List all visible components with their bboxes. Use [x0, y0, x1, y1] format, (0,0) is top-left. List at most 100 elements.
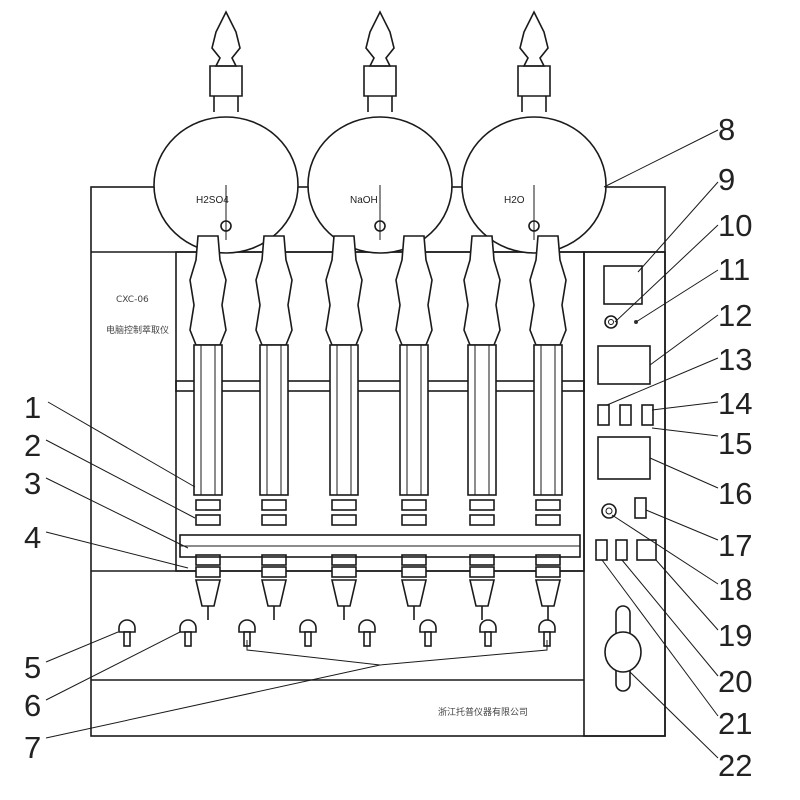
joint-ring	[195, 514, 221, 526]
model-label: CXC-06	[116, 295, 149, 305]
callout-3: 3	[24, 466, 41, 501]
crucible	[330, 579, 358, 607]
joint-ring	[331, 554, 357, 566]
joint-ring	[261, 554, 287, 566]
valve-5	[358, 619, 376, 647]
callout-1: 1	[24, 390, 41, 425]
valve-head	[538, 619, 556, 633]
flask-stopper	[365, 10, 395, 67]
valve-head	[358, 619, 376, 633]
valve-stem	[363, 631, 371, 647]
leader-line-10	[614, 224, 719, 323]
flask-label: H2O	[504, 195, 525, 206]
control-panel	[583, 251, 666, 737]
cabinet-outline	[90, 186, 666, 737]
callout-20: 20	[718, 664, 752, 699]
leader-line-13	[606, 357, 719, 406]
leader-lines	[45, 129, 719, 759]
leader-line-15	[651, 427, 719, 437]
leader-line-21	[601, 559, 719, 717]
joint-ring	[195, 566, 221, 578]
joint-ring	[401, 566, 427, 578]
flask-label: NaOH	[350, 195, 378, 206]
joint-ring	[469, 499, 495, 511]
flask-valve	[220, 220, 232, 232]
crucible	[468, 579, 496, 607]
switch-15	[641, 404, 654, 426]
valve-2	[179, 619, 197, 647]
flask-2: NaOH	[307, 10, 453, 254]
leader-line-8	[603, 129, 719, 188]
leader-line-17	[645, 509, 719, 541]
switch-13	[597, 404, 610, 426]
valve-7	[479, 619, 497, 647]
callout-10: 10	[718, 208, 752, 243]
column-bay	[175, 251, 585, 572]
display-9	[603, 265, 643, 305]
crucible	[534, 579, 562, 607]
support-rail	[175, 380, 585, 392]
leader-line-3	[45, 477, 189, 549]
joint-ring	[331, 499, 357, 511]
callout-22: 22	[718, 748, 752, 783]
valve-stem	[304, 631, 312, 647]
valve-stem	[123, 631, 131, 647]
flask-stopper	[519, 10, 549, 67]
flask-neck	[209, 65, 243, 112]
callout-4: 4	[24, 520, 41, 555]
knob-10	[604, 315, 618, 329]
joint-ring	[401, 514, 427, 526]
joint-ring	[195, 554, 221, 566]
flask-neck	[517, 65, 551, 112]
joint-ring	[535, 554, 561, 566]
valve-head	[238, 619, 256, 633]
joint-ring	[261, 499, 287, 511]
leader-line-7	[45, 664, 381, 739]
leader-line-12	[649, 314, 719, 366]
valve-stem	[184, 631, 192, 647]
callout-14: 14	[718, 386, 752, 421]
flask-stopper	[211, 10, 241, 67]
leader-line-1	[47, 401, 196, 488]
manufacturer-label: 浙江托普仪器有限公司	[438, 706, 528, 718]
column-group	[189, 235, 567, 620]
leader-line-9	[637, 181, 719, 273]
joint-ring	[331, 514, 357, 526]
joint-ring	[261, 566, 287, 578]
switch-20	[615, 539, 628, 561]
joint-ring	[261, 514, 287, 526]
valve-link-line	[246, 640, 548, 666]
callout-8: 8	[718, 112, 735, 147]
callout-18: 18	[718, 572, 752, 607]
crucible	[260, 579, 288, 607]
leader-line-22	[629, 671, 719, 759]
knob-10-center	[608, 319, 614, 325]
callout-9: 9	[718, 162, 735, 197]
joint-ring	[469, 514, 495, 526]
joint-ring	[401, 554, 427, 566]
extraction-tube	[259, 344, 289, 496]
leader-line-18	[611, 514, 719, 585]
knob-18-center	[605, 507, 613, 515]
switch-14	[619, 404, 632, 426]
callout-5: 5	[24, 650, 41, 685]
valve-head	[118, 619, 136, 633]
leader-line-2	[45, 439, 196, 519]
valve-head	[179, 619, 197, 633]
leader-line-5	[45, 631, 119, 663]
handle-22-knob	[604, 631, 642, 673]
leader-line-19	[655, 559, 719, 631]
column-1	[189, 235, 227, 620]
callout-21: 21	[718, 706, 752, 741]
valve-stem	[424, 631, 432, 647]
extraction-tube	[329, 344, 359, 496]
flask-valve	[374, 220, 386, 232]
extraction-tube	[533, 344, 563, 496]
callout-15: 15	[718, 426, 752, 461]
callout-2: 2	[24, 428, 41, 463]
joint-ring	[401, 499, 427, 511]
callout-16: 16	[718, 476, 752, 511]
